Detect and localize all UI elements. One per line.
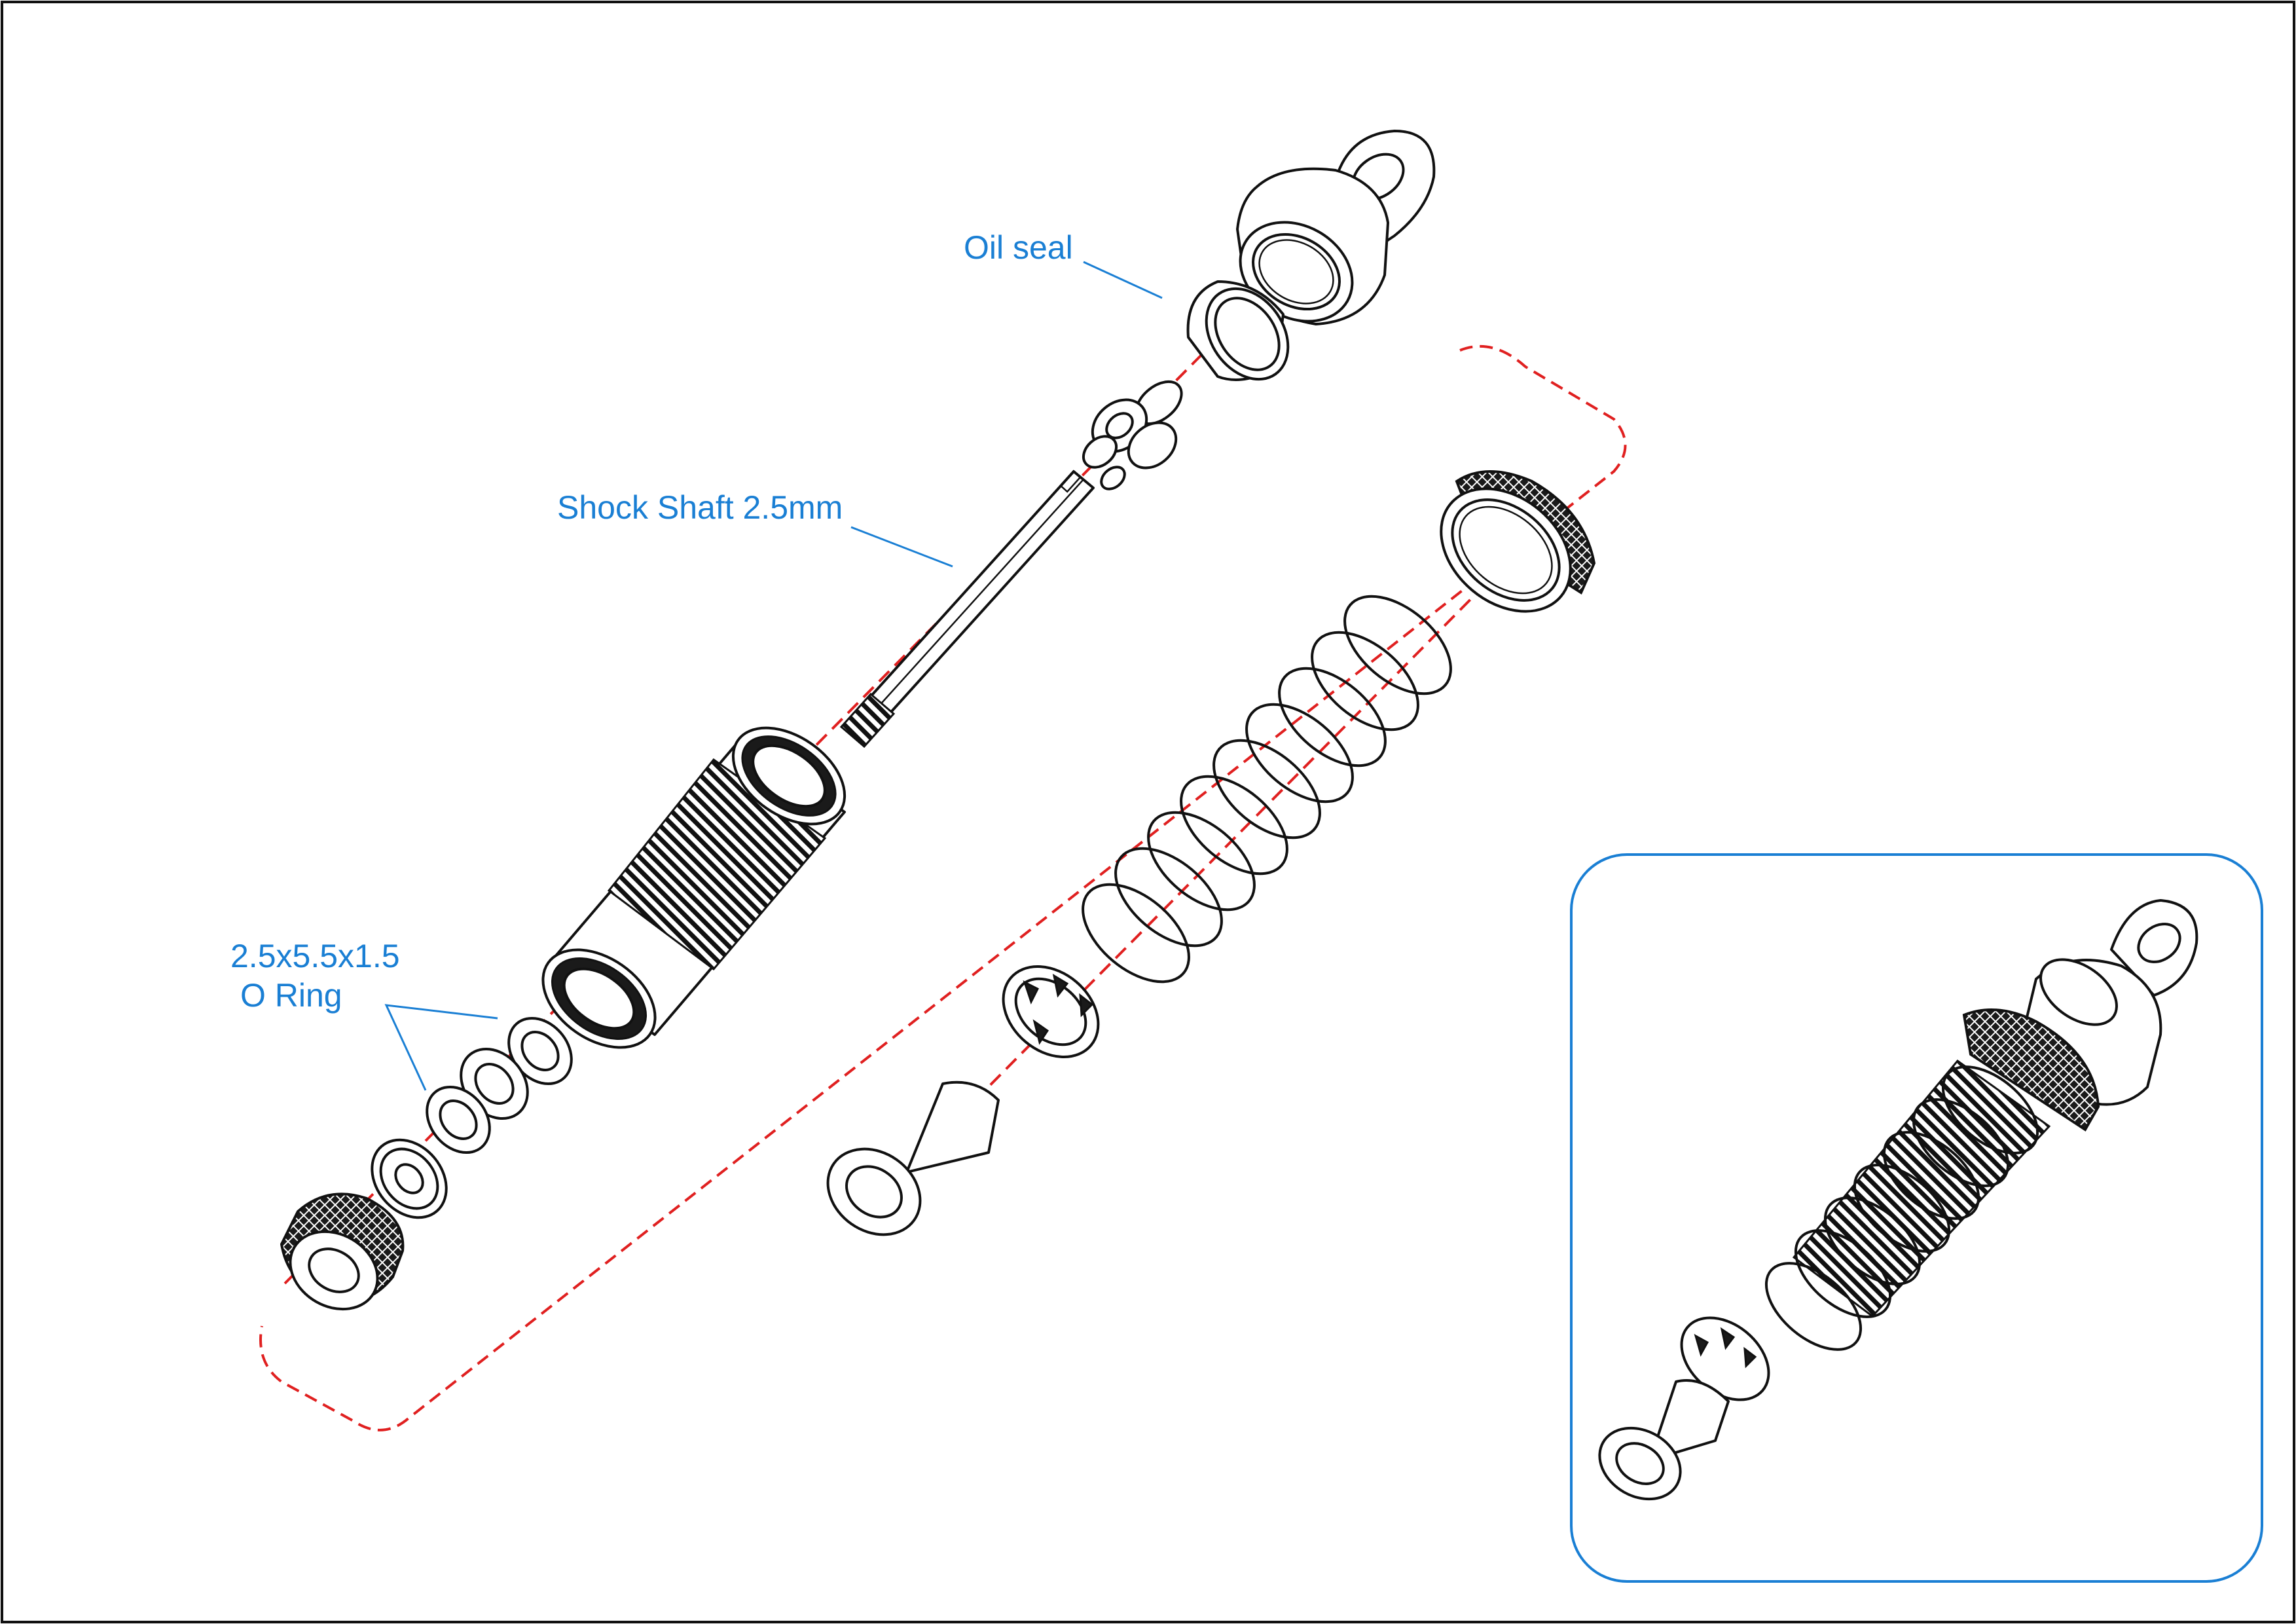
bottom-washer bbox=[371, 1138, 448, 1219]
spring bbox=[1082, 595, 1452, 984]
o-ring-name-label: O Ring bbox=[240, 977, 342, 1014]
o-ring-callout: 2.5x5.5x1.5 O Ring bbox=[230, 938, 498, 1091]
lower-rod-end bbox=[826, 1080, 1000, 1236]
shock-body bbox=[541, 726, 847, 1049]
assembled-shock bbox=[1598, 899, 2198, 1501]
assembly-group-outline bbox=[259, 344, 1627, 1431]
spring-collar bbox=[1440, 470, 1596, 613]
spring-retainer bbox=[1002, 965, 1100, 1058]
shaft-clips bbox=[1082, 380, 1183, 490]
o-ring-size-label: 2.5x5.5x1.5 bbox=[230, 938, 400, 974]
oil-seal-callout: Oil seal bbox=[964, 229, 1163, 299]
top-cap bbox=[1236, 130, 1436, 325]
oil-seal-label: Oil seal bbox=[964, 229, 1073, 266]
assembled-inset-frame bbox=[1570, 853, 2263, 1583]
shock-shaft-callout: Shock Shaft 2.5mm bbox=[557, 489, 953, 568]
shock-shaft-label: Shock Shaft 2.5mm bbox=[557, 489, 843, 526]
o-rings bbox=[426, 1016, 573, 1154]
oil-seal bbox=[1186, 280, 1290, 381]
shock-shaft bbox=[839, 470, 1095, 748]
bottom-knurled-cap bbox=[280, 1192, 405, 1311]
